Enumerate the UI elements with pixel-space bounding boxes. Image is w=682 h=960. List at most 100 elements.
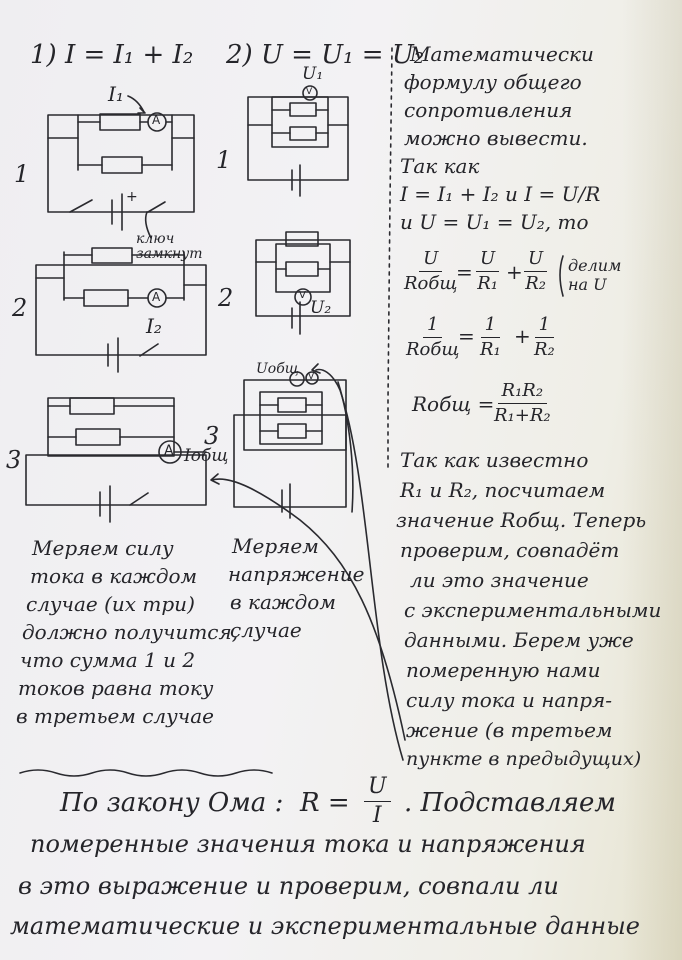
equation-voltage-equal: и U = U₁ = U₂, то [400, 210, 589, 234]
circuit-2 [35, 247, 207, 373]
switch-1b [147, 201, 166, 213]
ammeter-3 [158, 440, 182, 464]
intro-line: Так как [400, 154, 480, 178]
voltage-measure-note: Меряем напряжение в каждом случае [226, 536, 364, 640]
outro-line: Так как известно [400, 448, 589, 472]
note-line: Меряем [232, 534, 319, 558]
arrow-to-ammeter [211, 478, 406, 741]
label-u2: U₂ [310, 298, 332, 318]
resistor-2 [75, 428, 121, 446]
voltmeter-3 [289, 371, 319, 387]
substitute-text: . Подставляем [404, 788, 616, 818]
equals-sign: = [456, 260, 473, 284]
denominator: Rобщ [406, 339, 460, 360]
circuit-1-ammeter-branch [47, 95, 195, 239]
resistor-2 [83, 289, 129, 307]
label-i-total: Iобщ [184, 446, 229, 466]
voltmeter-1 [302, 85, 318, 101]
equation-current-and-ohm: I = I₁ + I₂ и I = U/R [400, 182, 601, 206]
voltage-circuit-3 [233, 379, 347, 519]
note-line: токов равна току [18, 676, 214, 700]
fraction-1-over-rtotal: 1 Rобщ [406, 316, 459, 359]
resistor-1 [99, 113, 141, 131]
circuit-2-number: 2 [12, 294, 28, 322]
outro-line: пункте в предыдущих) [406, 748, 642, 770]
bottom-line: математические и экспериментальные данны… [10, 912, 640, 940]
formula-current-sum: 1) I = I₁ + I₂ [30, 40, 194, 70]
label-u1: U₁ [302, 64, 324, 84]
outro-line: R₁ и R₂, посчитаем [400, 478, 606, 502]
voltage-circuit-1-number: 1 [216, 146, 232, 174]
outro-line: ли это значение [410, 568, 589, 592]
ammeter-1-letter: A [152, 113, 161, 127]
intro-line: формулу общего [404, 70, 582, 94]
ohm-formula-lhs: R = [300, 788, 350, 818]
voltage-circuit-2-number: 2 [218, 284, 234, 312]
resistor-1 [91, 247, 133, 264]
denominator: R₂ [534, 339, 555, 360]
paper-shadow [622, 0, 682, 960]
denominator: I [372, 803, 382, 828]
equals-sign: = [458, 324, 475, 348]
circuit-3 [25, 397, 207, 523]
derivation-intro: Математически формулу общего сопротивлен… [400, 44, 594, 178]
battery-plus-sign: + [126, 189, 138, 205]
note-line: случае (их три) [26, 592, 195, 616]
ammeter-1 [147, 112, 167, 132]
denominator: R₁+R₂ [494, 405, 551, 426]
outro-line: жение (в третьем [406, 718, 613, 742]
numerator: U [364, 776, 391, 802]
brace [559, 255, 564, 297]
current-measure-note: Меряем силу тока в каждом случае (их три… [14, 538, 238, 728]
denominator: R₂ [525, 273, 546, 294]
note-line: Меряем силу [32, 536, 174, 560]
plus-sign: + [514, 324, 531, 348]
circuit-3-number: 3 [6, 446, 22, 474]
voltage-circuit-2 [255, 231, 351, 335]
plus-sign: + [506, 260, 523, 284]
outro-line: силу тока и напря- [406, 688, 613, 712]
column-divider [387, 47, 393, 471]
note-line: в каждом [230, 590, 336, 614]
intro-line: сопротивления [404, 98, 573, 122]
label-i1: I₁ [108, 82, 124, 106]
voltage-circuit-1 [247, 96, 349, 197]
outro-line: с экспериментальными [404, 598, 662, 622]
fraction-1-over-r2: 1 R₂ [534, 316, 555, 359]
denominator: R₁ [480, 339, 501, 360]
voltage-circuit-3-number: 3 [204, 422, 220, 450]
note-line: случае [230, 618, 302, 642]
voltmeter-1-letter: V [306, 87, 313, 97]
voltmeter-3-letter: V [308, 372, 315, 382]
fraction-u-over-r1: U R₁ [476, 250, 500, 293]
denominator: Rобщ [404, 273, 458, 294]
numerator: 1 [480, 316, 501, 338]
fraction-u-over-rtotal: U Rобщ [404, 250, 457, 293]
note-line: что сумма 1 и 2 [20, 648, 196, 672]
ammeter-2 [147, 288, 167, 308]
resistor-2 [101, 156, 143, 174]
outro-line: померенную нами [406, 658, 601, 682]
outro-line: значение Rобщ. Теперь [396, 508, 647, 532]
numerator: U [524, 250, 548, 272]
fraction-u-over-r2: U R₂ [524, 250, 548, 294]
numerator: 1 [422, 316, 443, 338]
switch-note: ключ замкнут [136, 231, 203, 263]
ammeter-2-letter: A [152, 290, 161, 304]
numerator: U [476, 250, 500, 272]
note-line: в третьем случае [16, 704, 214, 728]
ohm-law-intro: По закону Ома : [60, 788, 284, 818]
label-u-total: Uобщ [256, 361, 299, 377]
arrow-to-voltmeter [315, 368, 404, 761]
bottom-line: в это выражение и проверим, совпали ли [18, 872, 559, 900]
verification-text: Так как известно R₁ и R₂, посчитаем знач… [396, 450, 661, 769]
note-line: тока в каждом [30, 564, 198, 588]
voltmeter-2 [294, 288, 312, 306]
intro-line: можно вывести. [404, 126, 588, 150]
formula-voltage-equal: 2) U = U₁ = U₂ [226, 40, 425, 70]
label-i2: I₂ [146, 314, 162, 338]
switch-1 [69, 199, 93, 213]
fraction-u-over-i: U I [364, 776, 391, 827]
